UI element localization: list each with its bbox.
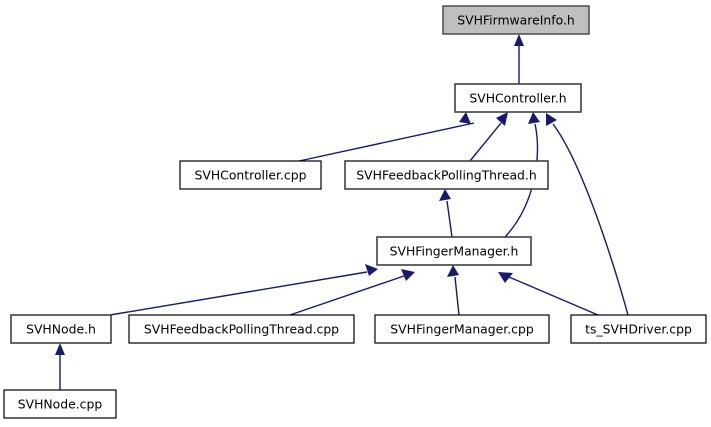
node-svhcontroller-cpp[interactable]: SVHController.cpp	[179, 160, 322, 190]
arrowhead-icon	[496, 112, 508, 126]
edge-line	[508, 276, 599, 316]
edge-svhfingermanager-cpp-to-svhfingermanager-h	[447, 265, 460, 316]
edge-svhfingermanager-h-to-svhfeedbackpollingthread-h	[439, 189, 453, 238]
arrowhead-icon	[514, 34, 524, 46]
edge-line	[289, 275, 405, 316]
node-box[interactable]	[3, 389, 117, 419]
node-svhnode-cpp[interactable]: SVHNode.cpp	[3, 389, 117, 419]
arrowhead-icon	[401, 269, 415, 281]
node-svhfingermanager-cpp[interactable]: SVHFingerManager.cpp	[374, 314, 550, 344]
arrowhead-icon	[528, 112, 540, 124]
edge-line	[298, 122, 475, 162]
node-svhfeedbackpollingthread-cpp[interactable]: SVHFeedbackPollingThread.cpp	[128, 314, 355, 344]
node-ts-svhdriver-cpp[interactable]: ts_SVHDriver.cpp	[570, 314, 707, 344]
edge-svhcontroller-cpp-to-svhcontroller-h	[298, 112, 475, 162]
edge-line	[446, 200, 453, 238]
edge-ts-svhdriver-cpp-to-svhcontroller-h	[546, 113, 629, 316]
node-box[interactable]	[10, 314, 112, 344]
node-box[interactable]	[442, 5, 590, 35]
edge-svhnode-cpp-to-svhnode-h	[55, 343, 65, 390]
node-svhnode-h[interactable]: SVHNode.h	[10, 314, 112, 344]
node-box[interactable]	[344, 160, 549, 190]
edge-svhfeedbackpollingthread-cpp-to-svhfingermanager-h	[289, 269, 415, 316]
node-box[interactable]	[128, 314, 355, 344]
edge-svhcontroller-h-to-svhfirmwareinfo-h	[514, 34, 524, 84]
arrowhead-icon	[459, 112, 471, 124]
edge-line	[469, 122, 502, 162]
node-svhfeedbackpollingthread-h[interactable]: SVHFeedbackPollingThread.h	[344, 160, 549, 190]
arrowhead-icon	[365, 264, 378, 276]
node-svhfirmwareinfo-h[interactable]: SVHFirmwareInfo.h	[442, 5, 590, 35]
node-box[interactable]	[570, 314, 707, 344]
edge-ts-svhdriver-cpp-to-svhfingermanager-h	[498, 272, 599, 316]
node-box[interactable]	[454, 83, 582, 113]
node-svhcontroller-h[interactable]: SVHController.h	[454, 83, 582, 113]
node-svhfingermanager-h[interactable]: SVHFingerManager.h	[376, 236, 532, 266]
node-box[interactable]	[179, 160, 322, 190]
edge-line	[109, 271, 368, 316]
edges-layer	[55, 34, 629, 390]
edge-line	[552, 123, 629, 316]
edge-svhfeedbackpollingthread-h-to-svhcontroller-h	[469, 112, 508, 162]
node-box[interactable]	[376, 236, 532, 266]
nodes-layer: SVHFirmwareInfo.hSVHController.hSVHContr…	[3, 5, 707, 419]
arrowhead-icon	[447, 265, 459, 277]
arrowhead-icon	[546, 113, 557, 126]
node-box[interactable]	[374, 314, 550, 344]
arrowhead-icon	[439, 189, 451, 201]
edge-line	[454, 276, 460, 316]
edge-svhnode-h-to-svhfingermanager-h	[109, 264, 378, 316]
arrowhead-icon	[498, 272, 513, 283]
arrowhead-icon	[55, 343, 65, 355]
